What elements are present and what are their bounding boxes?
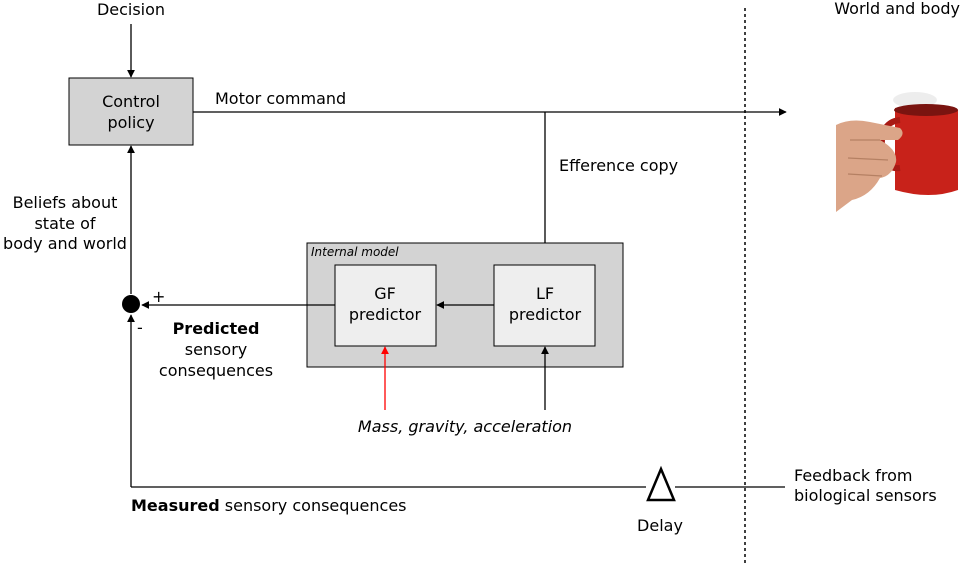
gf-predictor-label-line2: predictor	[349, 305, 422, 324]
delay-label: Delay	[637, 516, 683, 535]
delay-triangle	[646, 465, 676, 502]
plus-sign: +	[152, 287, 165, 306]
measured-label-rest: sensory consequences	[220, 496, 407, 515]
lf-predictor-label-line1: LF	[536, 284, 554, 303]
world-and-body-label: World and body	[834, 0, 960, 18]
minus-sign: -	[137, 318, 143, 337]
motor-command-label: Motor command	[215, 89, 346, 108]
gf-predictor-label-line1: GF	[374, 284, 396, 303]
beliefs-label-line1: Beliefs about	[13, 193, 118, 212]
control-policy-box	[68, 77, 194, 146]
beliefs-label-line3: body and world	[3, 234, 127, 253]
lf-predictor-label-line2: predictor	[509, 305, 582, 324]
control-policy-label-line1: Control	[102, 92, 160, 111]
measured-label-bold: Measured	[131, 496, 220, 515]
beliefs-label-line2: state of	[34, 214, 95, 233]
gf-predictor-box	[334, 264, 437, 347]
feedback-label-line2: biological sensors	[794, 486, 937, 505]
predicted-label-bold: Predicted	[173, 319, 260, 338]
mass-gravity-label: Mass, gravity, acceleration	[358, 417, 572, 436]
hand-mug-picture	[836, 92, 958, 212]
summing-node	[122, 295, 140, 313]
decision-label: Decision	[97, 0, 165, 19]
feedback-label-line1: Feedback from	[794, 466, 913, 485]
predicted-label-line3: consequences	[159, 361, 273, 380]
measured-label: Measured sensory consequences	[131, 496, 407, 515]
control-policy-label-line2: policy	[107, 113, 154, 132]
lf-predictor-box	[493, 264, 596, 347]
internal-model-label: Internal model	[311, 245, 399, 259]
predicted-label-line2: sensory	[185, 340, 248, 359]
efference-copy-label: Efference copy	[559, 156, 678, 175]
